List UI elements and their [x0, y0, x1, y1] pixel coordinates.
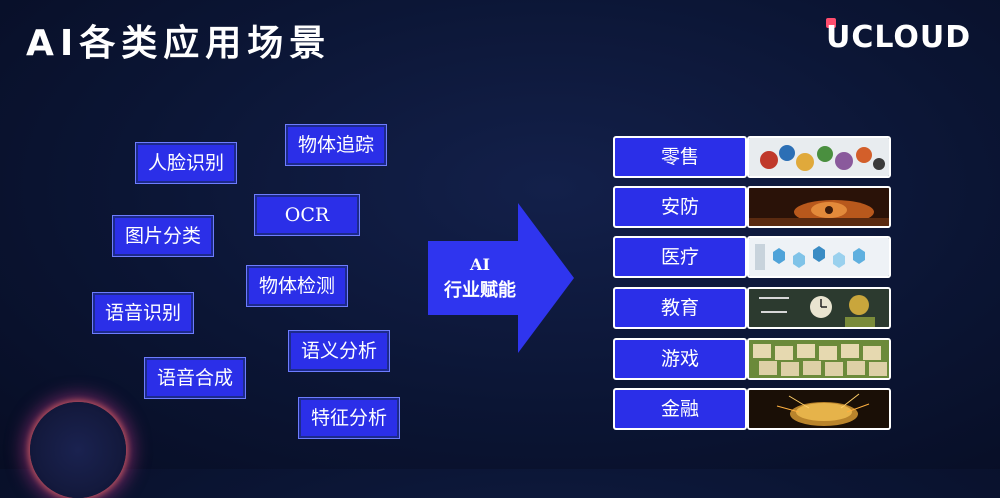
task-ocr: OCR: [254, 194, 360, 236]
industry-finance: 金融: [613, 388, 891, 430]
industry-retail: 零售: [613, 136, 891, 178]
task-feature-analysis: 特征分析: [298, 397, 401, 439]
arrow-label-empower: 行业赋能: [444, 280, 516, 301]
page-title: AI各类应用场景: [26, 23, 332, 64]
security-image: [747, 186, 891, 228]
task-object-detection: 物体检测: [246, 265, 349, 307]
industry-label: 医疗: [613, 236, 747, 278]
industry-label: 游戏: [613, 338, 747, 380]
education-image: [747, 287, 891, 329]
task-image-classification: 图片分类: [112, 215, 215, 257]
industry-label: 金融: [613, 388, 747, 430]
task-speech-recognition: 语音识别: [92, 292, 195, 334]
industry-label: 教育: [613, 287, 747, 329]
industry-education: 教育: [613, 287, 891, 329]
industry-gaming: 游戏: [613, 338, 891, 380]
right-arrow-icon: [428, 203, 574, 353]
industry-security: 安防: [613, 186, 891, 228]
industry-label: 零售: [613, 136, 747, 178]
arrow-label-ai: AI: [470, 255, 490, 274]
logo-accent: [826, 18, 836, 28]
task-face-recognition: 人脸识别: [135, 142, 238, 184]
task-semantic-analysis: 语义分析: [288, 330, 391, 372]
task-object-tracking: 物体追踪: [285, 124, 388, 166]
medical-image: [747, 236, 891, 278]
arrow-label: AI 行业赋能: [430, 255, 530, 302]
ucloud-logo: UCLOUD: [826, 20, 972, 55]
industry-medical: 医疗: [613, 236, 891, 278]
corner-emblem: [30, 402, 126, 498]
gaming-image: [747, 338, 891, 380]
task-speech-synthesis: 语音合成: [144, 357, 247, 399]
retail-image: [747, 136, 891, 178]
finance-image: [747, 388, 891, 430]
industry-label: 安防: [613, 186, 747, 228]
